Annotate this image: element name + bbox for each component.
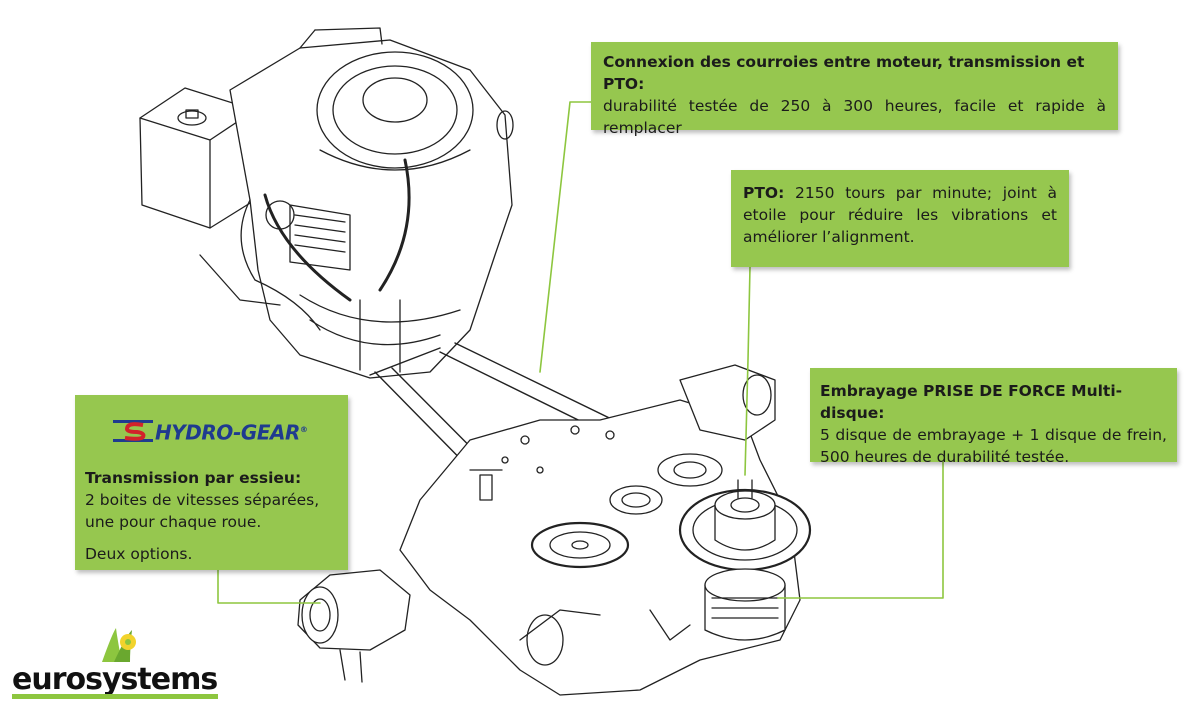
eurosystems-logo: eurosystems (12, 628, 222, 699)
transaxle-drawing (297, 364, 812, 696)
callout-clutch: Embrayage PRISE DE FORCE Multi-disque: 5… (810, 368, 1177, 466)
callout-belts-title: Connexion des courroies entre moteur, tr… (603, 53, 1085, 93)
eurosystems-flower-icon (102, 628, 136, 662)
hydro-gear-logo: HYDRO-GEAR® (113, 395, 338, 467)
engine-drawing (139, 27, 514, 379)
hydro-gear-registered-mark: ® (299, 424, 308, 434)
hydro-gear-wordmark-text: HYDRO-GEAR (155, 420, 300, 445)
callout-belts: Connexion des courroies entre moteur, tr… (591, 42, 1118, 137)
eurosystems-underline (12, 694, 218, 699)
hydro-gear-wordmark: HYDRO-GEAR® (155, 419, 308, 445)
callout-hydro-title: Transmission par essieu: (85, 469, 302, 487)
eurosystems-wordmark: eurosystems (12, 662, 218, 697)
callout-hydro-note: Deux options. (85, 545, 193, 563)
callout-hydro-body: 2 boites de vitesses séparées, une pour … (85, 491, 320, 531)
callout-clutch-body: 5 disque de embrayage + 1 disque de frei… (820, 426, 1167, 466)
callout-belts-body: durabilité testée de 250 à 300 heures, f… (603, 97, 1106, 137)
hydro-gear-s-icon (113, 420, 153, 442)
callout-pto-text: PTO: 2150 tours par minute; joint à etoi… (743, 182, 1057, 248)
callout-hydro-gear: HYDRO-GEAR® Transmission par essieu: 2 b… (75, 395, 348, 570)
callout-pto: PTO: 2150 tours par minute; joint à etoi… (731, 170, 1069, 267)
callout-pto-title: PTO: (743, 184, 785, 202)
callout-pto-body: 2150 tours par minute; joint à etoile po… (743, 184, 1057, 246)
callout-clutch-title: Embrayage PRISE DE FORCE Multi-disque: (820, 382, 1123, 422)
callout-leader-lines (217, 101, 944, 604)
